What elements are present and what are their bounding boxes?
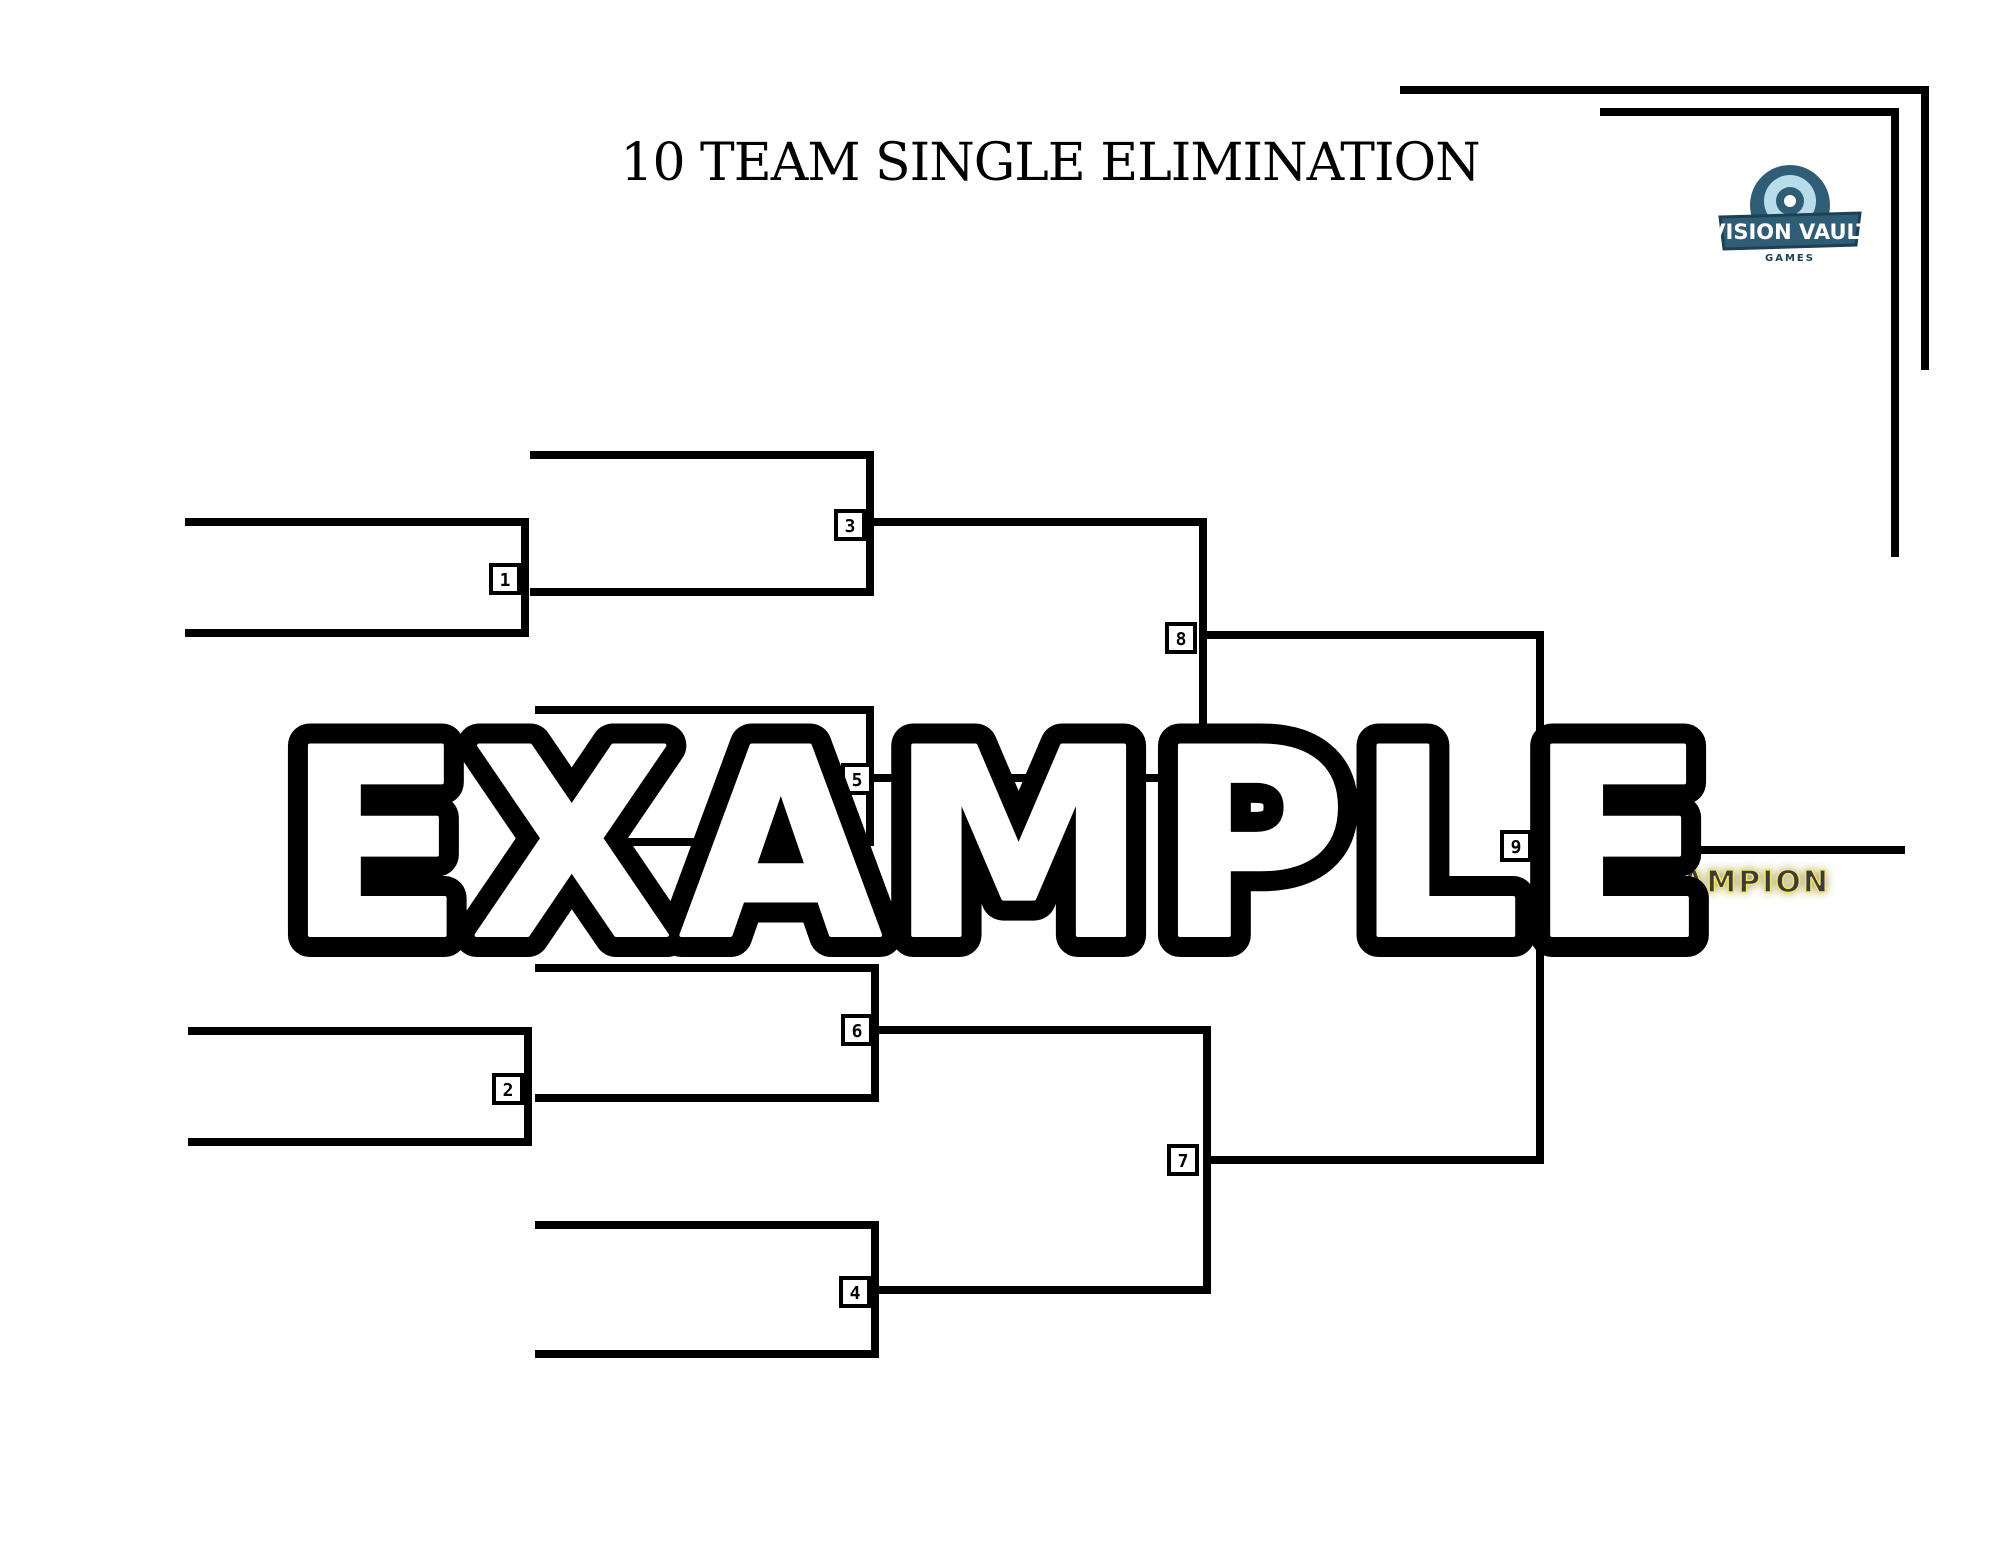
match-number: 2 — [503, 1080, 514, 1101]
match-number: 6 — [852, 1021, 863, 1042]
match-8-box: 8 — [1165, 622, 1197, 654]
match-3-bracket — [530, 451, 874, 596]
match-9-bracket — [1203, 631, 1544, 1164]
match-4-bracket — [535, 1221, 879, 1358]
match-2-bracket — [188, 1027, 532, 1146]
match-number: 8 — [1176, 629, 1187, 650]
match-3-box: 3 — [834, 509, 866, 541]
match-9-box: 9 — [1500, 830, 1532, 862]
vision-vault-logo: VISION VAULT GAMES — [1709, 165, 1871, 264]
match-number: 4 — [850, 1283, 861, 1304]
watermark-text: EXAMPLE — [286, 695, 1714, 997]
match-8-bracket — [870, 518, 1207, 782]
logo-name: VISION VAULT — [1709, 220, 1871, 244]
logo-subtitle: GAMES — [1765, 253, 1815, 264]
match-7-box: 7 — [1167, 1144, 1199, 1176]
match-1-box: 1 — [489, 563, 521, 595]
match-5-box: 5 — [841, 763, 873, 795]
page-title: 10 TEAM SINGLE ELIMINATION — [620, 133, 1479, 193]
match-number: 7 — [1178, 1151, 1189, 1172]
match-number: 9 — [1511, 837, 1522, 858]
match-number: 3 — [845, 516, 856, 537]
bracket-lines — [185, 451, 1905, 1358]
match-4-box: 4 — [839, 1276, 871, 1308]
match-2-box: 2 — [492, 1073, 524, 1105]
watermark-outline: EXAMPLE — [286, 695, 1714, 997]
match-7-bracket — [875, 1026, 1211, 1294]
match-number: 5 — [852, 770, 863, 791]
match-number: 1 — [500, 570, 511, 591]
champion-label: CHAMPION — [1630, 865, 1830, 900]
corner-decoration — [1400, 86, 1929, 557]
match-labels: 1 2 3 4 5 6 7 — [489, 509, 1532, 1308]
match-1-bracket — [185, 518, 529, 637]
match-6-box: 6 — [841, 1014, 873, 1046]
example-watermark: EXAMPLE EXAMPLE — [264, 673, 1728, 1019]
